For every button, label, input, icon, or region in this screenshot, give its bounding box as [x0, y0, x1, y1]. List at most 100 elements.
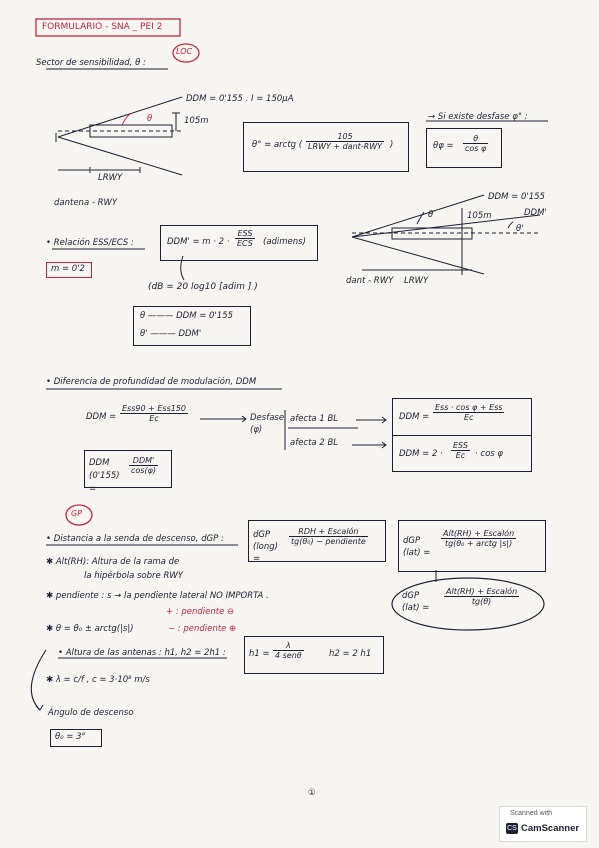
gp-long-box: dGP (long) = RDH + Escalón tg(θ₀) − pend… — [248, 520, 386, 564]
distancia-title: • Distancia a la senda de descenso, dGP … — [46, 534, 224, 544]
l-rwy-label: LRWY — [98, 173, 123, 183]
gp-long-lhs: dGP (long) = — [253, 530, 278, 564]
alt-rh-note-2: la hipérbola sobre RWY — [84, 571, 183, 581]
ddm-r1-den: Ec — [464, 413, 474, 422]
ddm-r1-num: Ess · cos φ + Ess — [435, 403, 503, 412]
sector-diagram — [55, 96, 183, 176]
gp-lat-den: tg(θ₀ + arctg |s|) — [444, 539, 513, 548]
height-105-label: 105m — [184, 116, 209, 126]
ddm-prime-fraction: ESS ECS — [235, 229, 255, 248]
title-box — [35, 18, 181, 37]
theta-map-1: θ ——— DDM = 0'155 — [140, 311, 234, 321]
gp-lat-box: dGP (lat) = Alt(RH) + Escalón tg(θ₀ + ar… — [398, 520, 546, 572]
ddm-den: Ec — [149, 414, 159, 423]
diag2-h105: 105m — [467, 211, 492, 221]
lambda-note: ✱ λ = c/f , c = 3·10⁸ m/s — [46, 675, 150, 685]
diferencia-title: • Diferencia de profundidad de modulació… — [46, 377, 257, 387]
ddm-r1-fraction: Ess · cos φ + Ess Ec — [433, 403, 505, 422]
theta-phi-box: θφ = θ cos φ — [426, 128, 502, 168]
afecta-1-label: afecta 1 BL — [290, 414, 339, 424]
theta0-box: θ₀ = 3° — [50, 729, 102, 747]
diag2-theta-prime: θ' — [516, 224, 524, 234]
theta0-value: θ₀ = 3° — [55, 732, 86, 742]
desfase-note: → Si existe desfase φ° : — [428, 112, 528, 122]
gp-long-num: RDH + Escalón — [298, 527, 359, 536]
ddm-r2-fraction: ESS Ec — [451, 441, 470, 460]
loc-tag: LOC — [176, 47, 193, 56]
ddm-0155-fraction: DDM' cos(φ) — [129, 456, 158, 475]
ddm-fraction: Ess90 + Ess150 Ec — [120, 404, 189, 423]
plus-pendiente: + : pendiente ⊖ — [166, 607, 235, 617]
m-value-box: m = 0'2 — [46, 262, 92, 278]
theta-deg-rhs: ) — [390, 140, 394, 150]
page-number: ① — [308, 788, 316, 798]
gp-lat2-lhs: dGP (lat) = — [402, 591, 430, 613]
gp-lat-lhs: dGP (lat) = — [403, 536, 431, 558]
ddm-r2-den: Ec — [455, 451, 466, 460]
theta-map-2: θ' ——— DDM' — [140, 329, 202, 339]
camscanner-label: CamScanner — [521, 823, 580, 834]
camscanner-icon: CS — [506, 823, 518, 834]
ddm-0155-den: cos(φ) — [131, 466, 156, 475]
sector-title: Sector de sensibilidad, θ : — [36, 58, 146, 68]
page-title: FORMULARIO - SNA _ PEI 2 — [42, 22, 163, 32]
afecta-2-label: afecta 2 BL — [290, 438, 339, 448]
ddm-r2-lhs: DDM = 2 · — [399, 449, 443, 459]
h1-fraction: λ 4 senθ — [273, 641, 304, 660]
ddm-prime-lhs: DDM' = m · 2 · — [167, 237, 230, 247]
h2-formula: h2 = 2 h1 — [329, 649, 372, 659]
ddm-0155-box: DDM (0'155) = DDM' cos(φ) — [84, 450, 172, 494]
theta-deg-formula-box: θ° = arctg ( 105 LRWY + dant-RWY ) — [243, 122, 409, 172]
camscanner-watermark: Scanned with CS CamScanner — [499, 806, 587, 842]
ddm-0155-num: DDM' — [132, 456, 155, 465]
ddm-r1-lhs: DDM = — [399, 412, 430, 422]
h-formula-box: h1 = λ 4 senθ h2 = 2 h1 — [244, 636, 384, 674]
theta-deg-den: LRWY + dant-RWY — [308, 142, 383, 151]
theta-deg-fraction: 105 LRWY + dant-RWY — [306, 132, 385, 151]
gp-lat-num: Alt(RH) + Escalón — [443, 529, 515, 538]
desfase-label: Desfase (φ) — [250, 413, 285, 435]
d-antena-label: dantena - RWY — [54, 198, 118, 208]
ddm-prime-num: ESS — [237, 229, 253, 238]
theta-phi-num: θ — [473, 134, 479, 143]
m-value: m = 0'2 — [51, 264, 85, 274]
ddm-prime-formula-box: DDM' = m · 2 · ESS ECS (adimens) — [160, 225, 318, 261]
theta-deg-num: 105 — [337, 132, 353, 141]
theta-formula: ✱ θ = θ₀ ± arctg(|s|) — [46, 624, 134, 634]
minus-pendiente: − : pendiente ⊕ — [168, 624, 237, 634]
theta-phi-lhs: θφ = — [433, 141, 454, 151]
ddm-r2-rhs: · cos φ — [475, 449, 504, 459]
ddm-num: Ess90 + Ess150 — [122, 404, 187, 413]
ddm-prime-den: ECS — [237, 239, 253, 248]
ddm-results-box: DDM = Ess · cos φ + Ess Ec DDM = 2 · ESS… — [392, 398, 532, 472]
angulo-descenso-label: Ángulo de descenso — [48, 708, 134, 718]
gp-lat2-num: Alt(RH) + Escalón — [446, 587, 518, 596]
alt-rh-note-1: ✱ Alt(RH): Altura de la rama de — [46, 557, 180, 567]
diag2-ddm-prime: DDM' — [524, 208, 547, 218]
gp-lat2-fraction: Alt(RH) + Escalón tg(θ) — [444, 587, 520, 606]
ddm-lhs: DDM = — [86, 412, 117, 422]
theta-deg-lhs: θ° = arctg ( — [252, 140, 303, 150]
ddm-0155-lhs: DDM (0'155) = — [89, 458, 120, 494]
scanned-with-text: Scanned with — [510, 810, 553, 817]
pendiente-note: ✱ pendiente : s → la pendiente lateral N… — [46, 591, 269, 601]
theta-phi-den: cos φ — [465, 144, 487, 153]
gp-long-den: tg(θ₀) − pendiente — [291, 537, 366, 546]
ddm-r2-num: ESS — [453, 441, 468, 450]
gp-lat2-den: tg(θ) — [471, 597, 492, 606]
ddm-top-label: DDM = 0'155 . I = 150µA — [186, 94, 294, 104]
diag2-theta: θ — [428, 210, 434, 220]
theta-label: θ — [147, 114, 153, 124]
ddm-prime-rhs: (adimens) — [263, 237, 306, 247]
theta-map-box: θ ——— DDM = 0'155 θ' ——— DDM' — [133, 306, 251, 346]
gp-tag: GP — [71, 509, 83, 518]
gp-lat-fraction: Alt(RH) + Escalón tg(θ₀ + arctg |s|) — [441, 529, 517, 548]
h1-num: λ — [285, 641, 291, 650]
sector-diagram-desfase — [351, 194, 541, 275]
h1-den: 4 senθ — [275, 651, 302, 660]
diag2-ddm-top: DDM = 0'155 — [488, 192, 545, 202]
h1-lhs: h1 = — [249, 649, 270, 659]
diag2-l-rwy: LRWY — [404, 276, 429, 286]
diag2-d-ant: dant - RWY — [346, 276, 394, 286]
